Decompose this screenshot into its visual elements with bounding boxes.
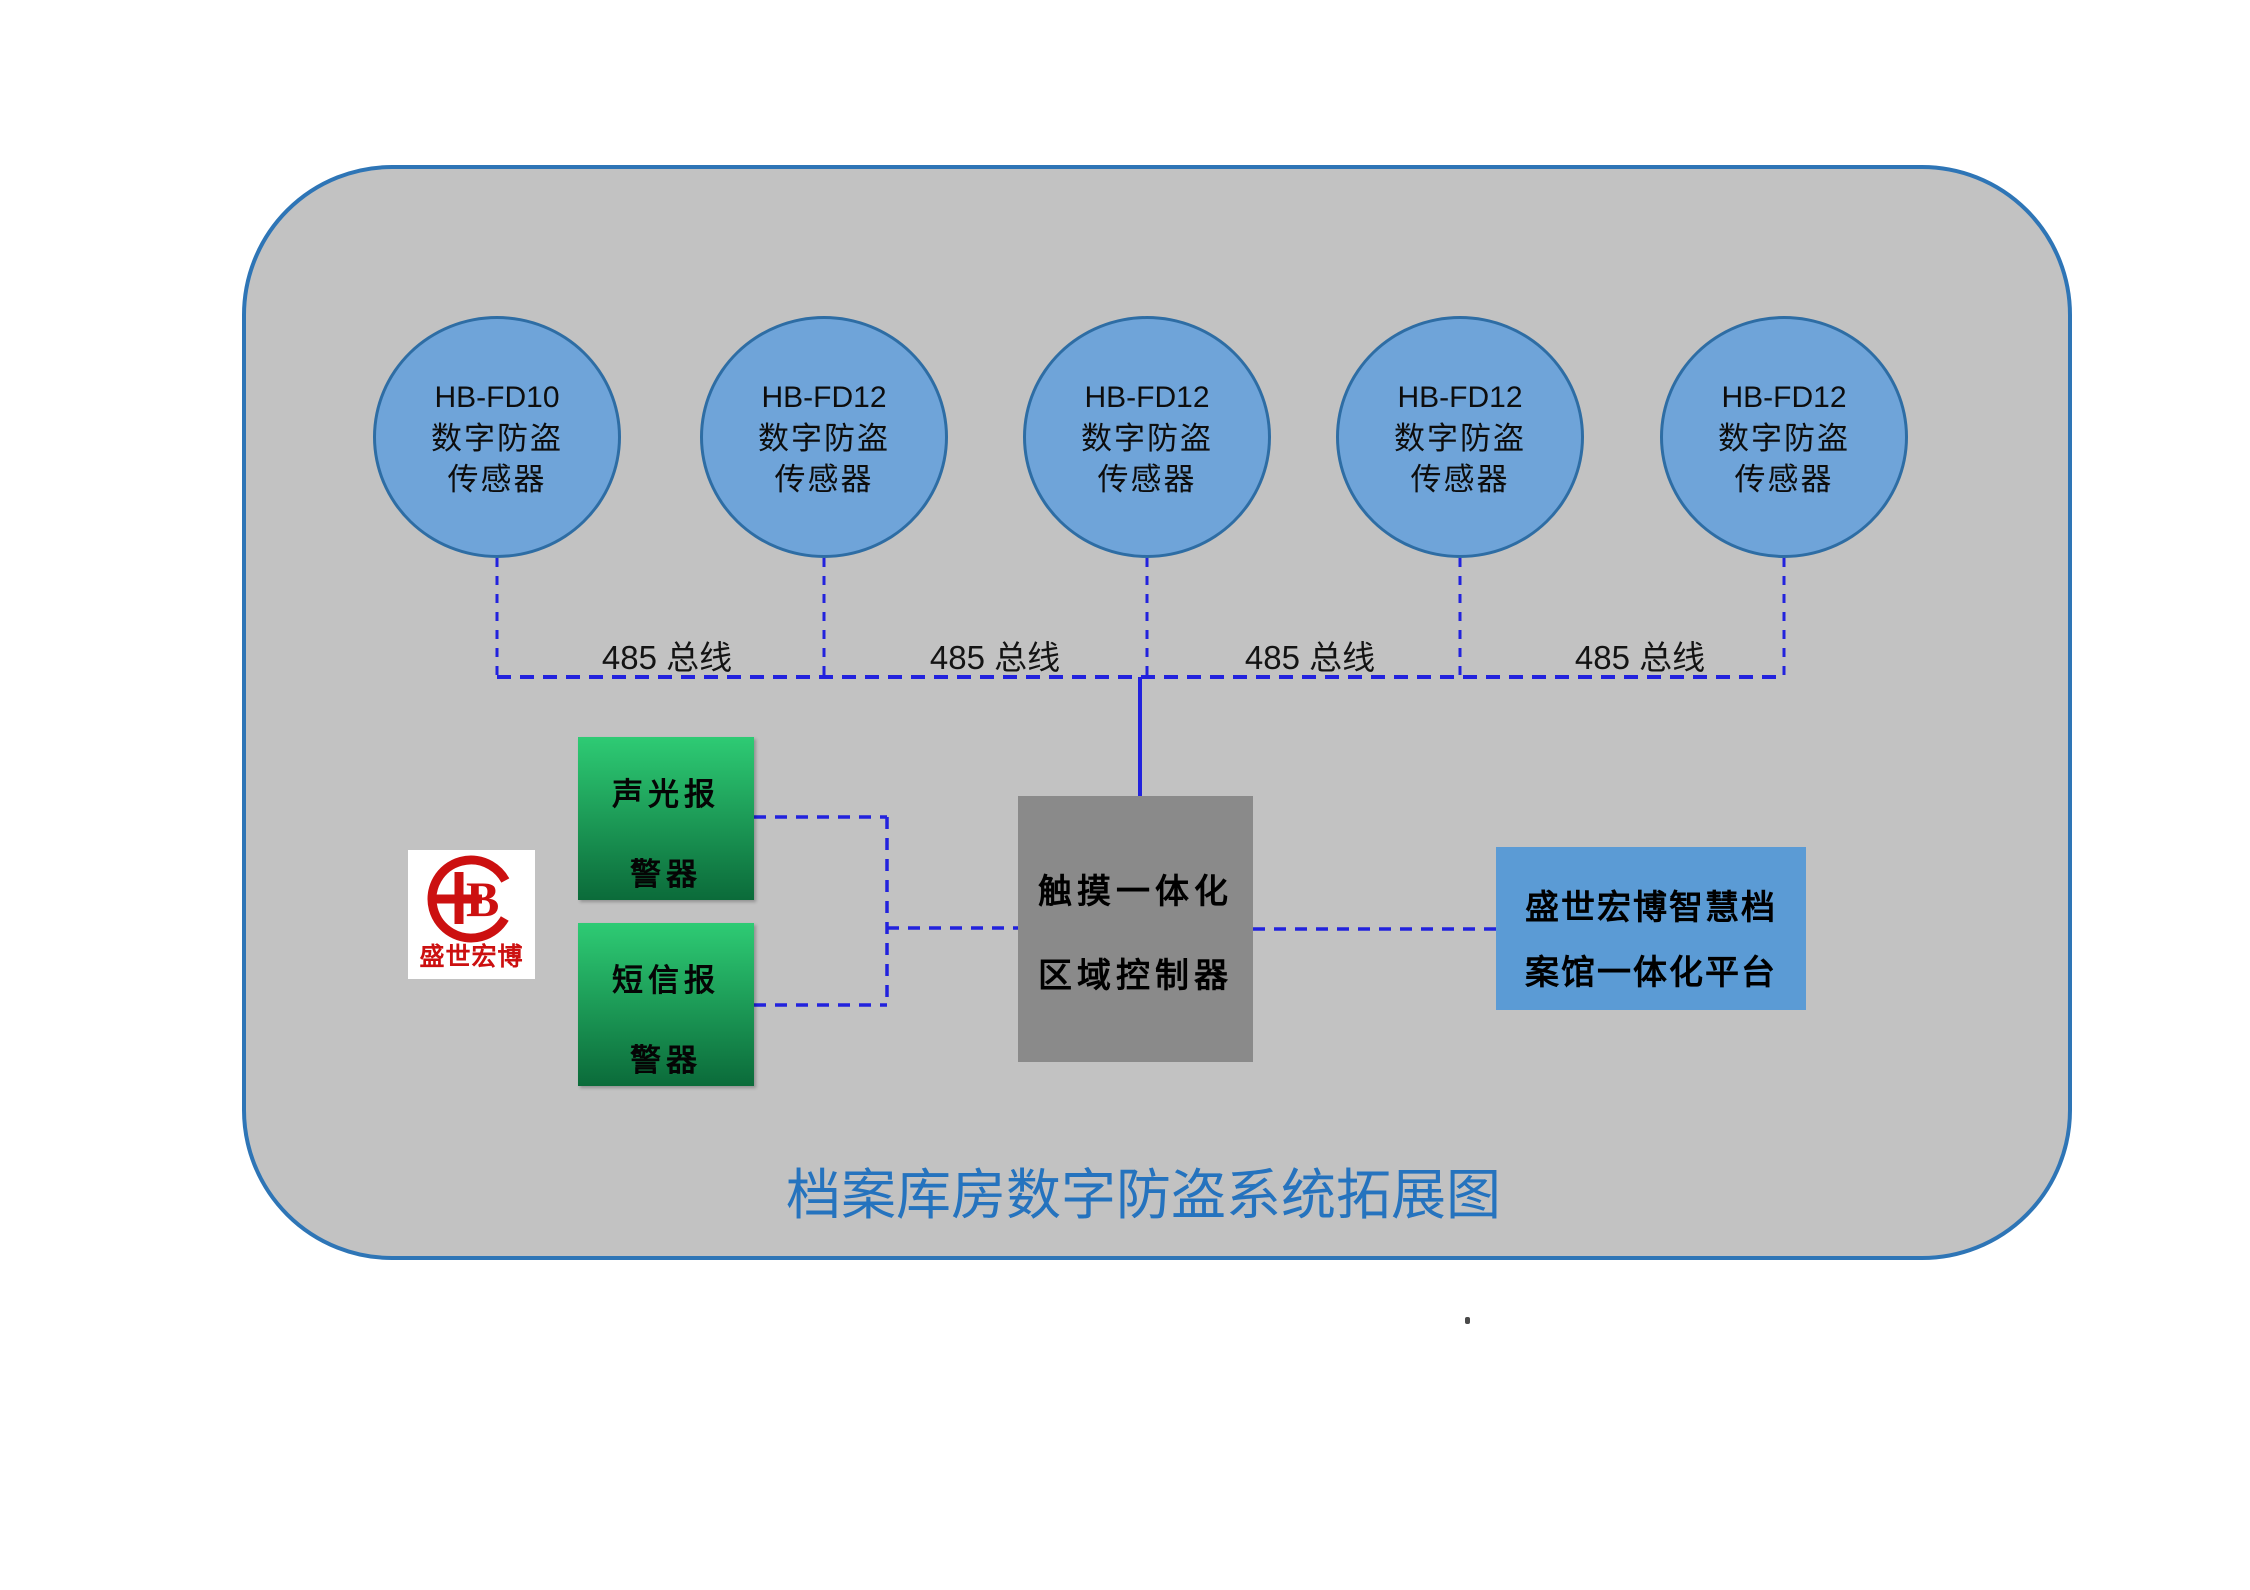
sensor-model-label: HB-FD12 — [761, 380, 887, 414]
hb-logo-icon: B — [427, 855, 515, 943]
sms-alarm-box: 短信报 警器 — [578, 923, 754, 1086]
sensor-type-label: 数字防盗 — [431, 420, 563, 456]
company-logo: B 盛世宏博 — [408, 850, 535, 979]
sensor-node-5: HB-FD12 数字防盗 传感器 — [1660, 316, 1908, 558]
bus-label-2: 485 总线 — [929, 639, 1061, 676]
logo-caption: 盛世宏博 — [419, 943, 524, 971]
smart-archive-platform-box: 盛世宏博智慧档 案馆一体化平台 — [1496, 847, 1806, 1010]
controller-label-line1: 触摸一体化 — [1038, 874, 1233, 911]
sensor-type-label: 数字防盗 — [1394, 420, 1526, 456]
sensor-name-label: 传感器 — [1410, 461, 1510, 497]
alarm-label-line1: 声光报 — [612, 777, 720, 812]
sensor-name-label: 传感器 — [447, 461, 547, 497]
platform-label-line2: 案馆一体化平台 — [1525, 955, 1777, 992]
bus-label-1: 485 总线 — [601, 639, 733, 676]
stray-mark — [1465, 1317, 1470, 1324]
sensor-model-label: HB-FD12 — [1084, 380, 1210, 414]
sensor-node-4: HB-FD12 数字防盗 传感器 — [1336, 316, 1584, 558]
sensor-type-label: 数字防盗 — [758, 420, 890, 456]
touch-area-controller-box: 触摸一体化 区域控制器 — [1018, 796, 1253, 1062]
sensor-node-1: HB-FD10 数字防盗 传感器 — [373, 316, 621, 558]
alarm-label-line2: 警器 — [630, 1043, 702, 1078]
sensor-name-label: 传感器 — [1097, 461, 1197, 497]
sensor-model-label: HB-FD12 — [1397, 380, 1523, 414]
sensor-name-label: 传感器 — [1734, 461, 1834, 497]
bus-label-3: 485 总线 — [1244, 639, 1376, 676]
sensor-node-2: HB-FD12 数字防盗 传感器 — [700, 316, 948, 558]
sensor-model-label: HB-FD12 — [1721, 380, 1847, 414]
svg-text:B: B — [466, 871, 499, 927]
sensor-model-label: HB-FD10 — [434, 380, 560, 414]
controller-label-line2: 区域控制器 — [1038, 958, 1233, 995]
diagram-title: 档案库房数字防盗系统拓展图 — [786, 1165, 1502, 1226]
sensor-node-3: HB-FD12 数字防盗 传感器 — [1023, 316, 1271, 558]
sensor-name-label: 传感器 — [774, 461, 874, 497]
alarm-label-line1: 短信报 — [612, 963, 720, 998]
sensor-type-label: 数字防盗 — [1718, 420, 1850, 456]
sensor-type-label: 数字防盗 — [1081, 420, 1213, 456]
alarm-label-line2: 警器 — [630, 857, 702, 892]
sound-light-alarm-box: 声光报 警器 — [578, 737, 754, 900]
bus-label-4: 485 总线 — [1574, 639, 1706, 676]
platform-label-line1: 盛世宏博智慧档 — [1525, 890, 1777, 927]
